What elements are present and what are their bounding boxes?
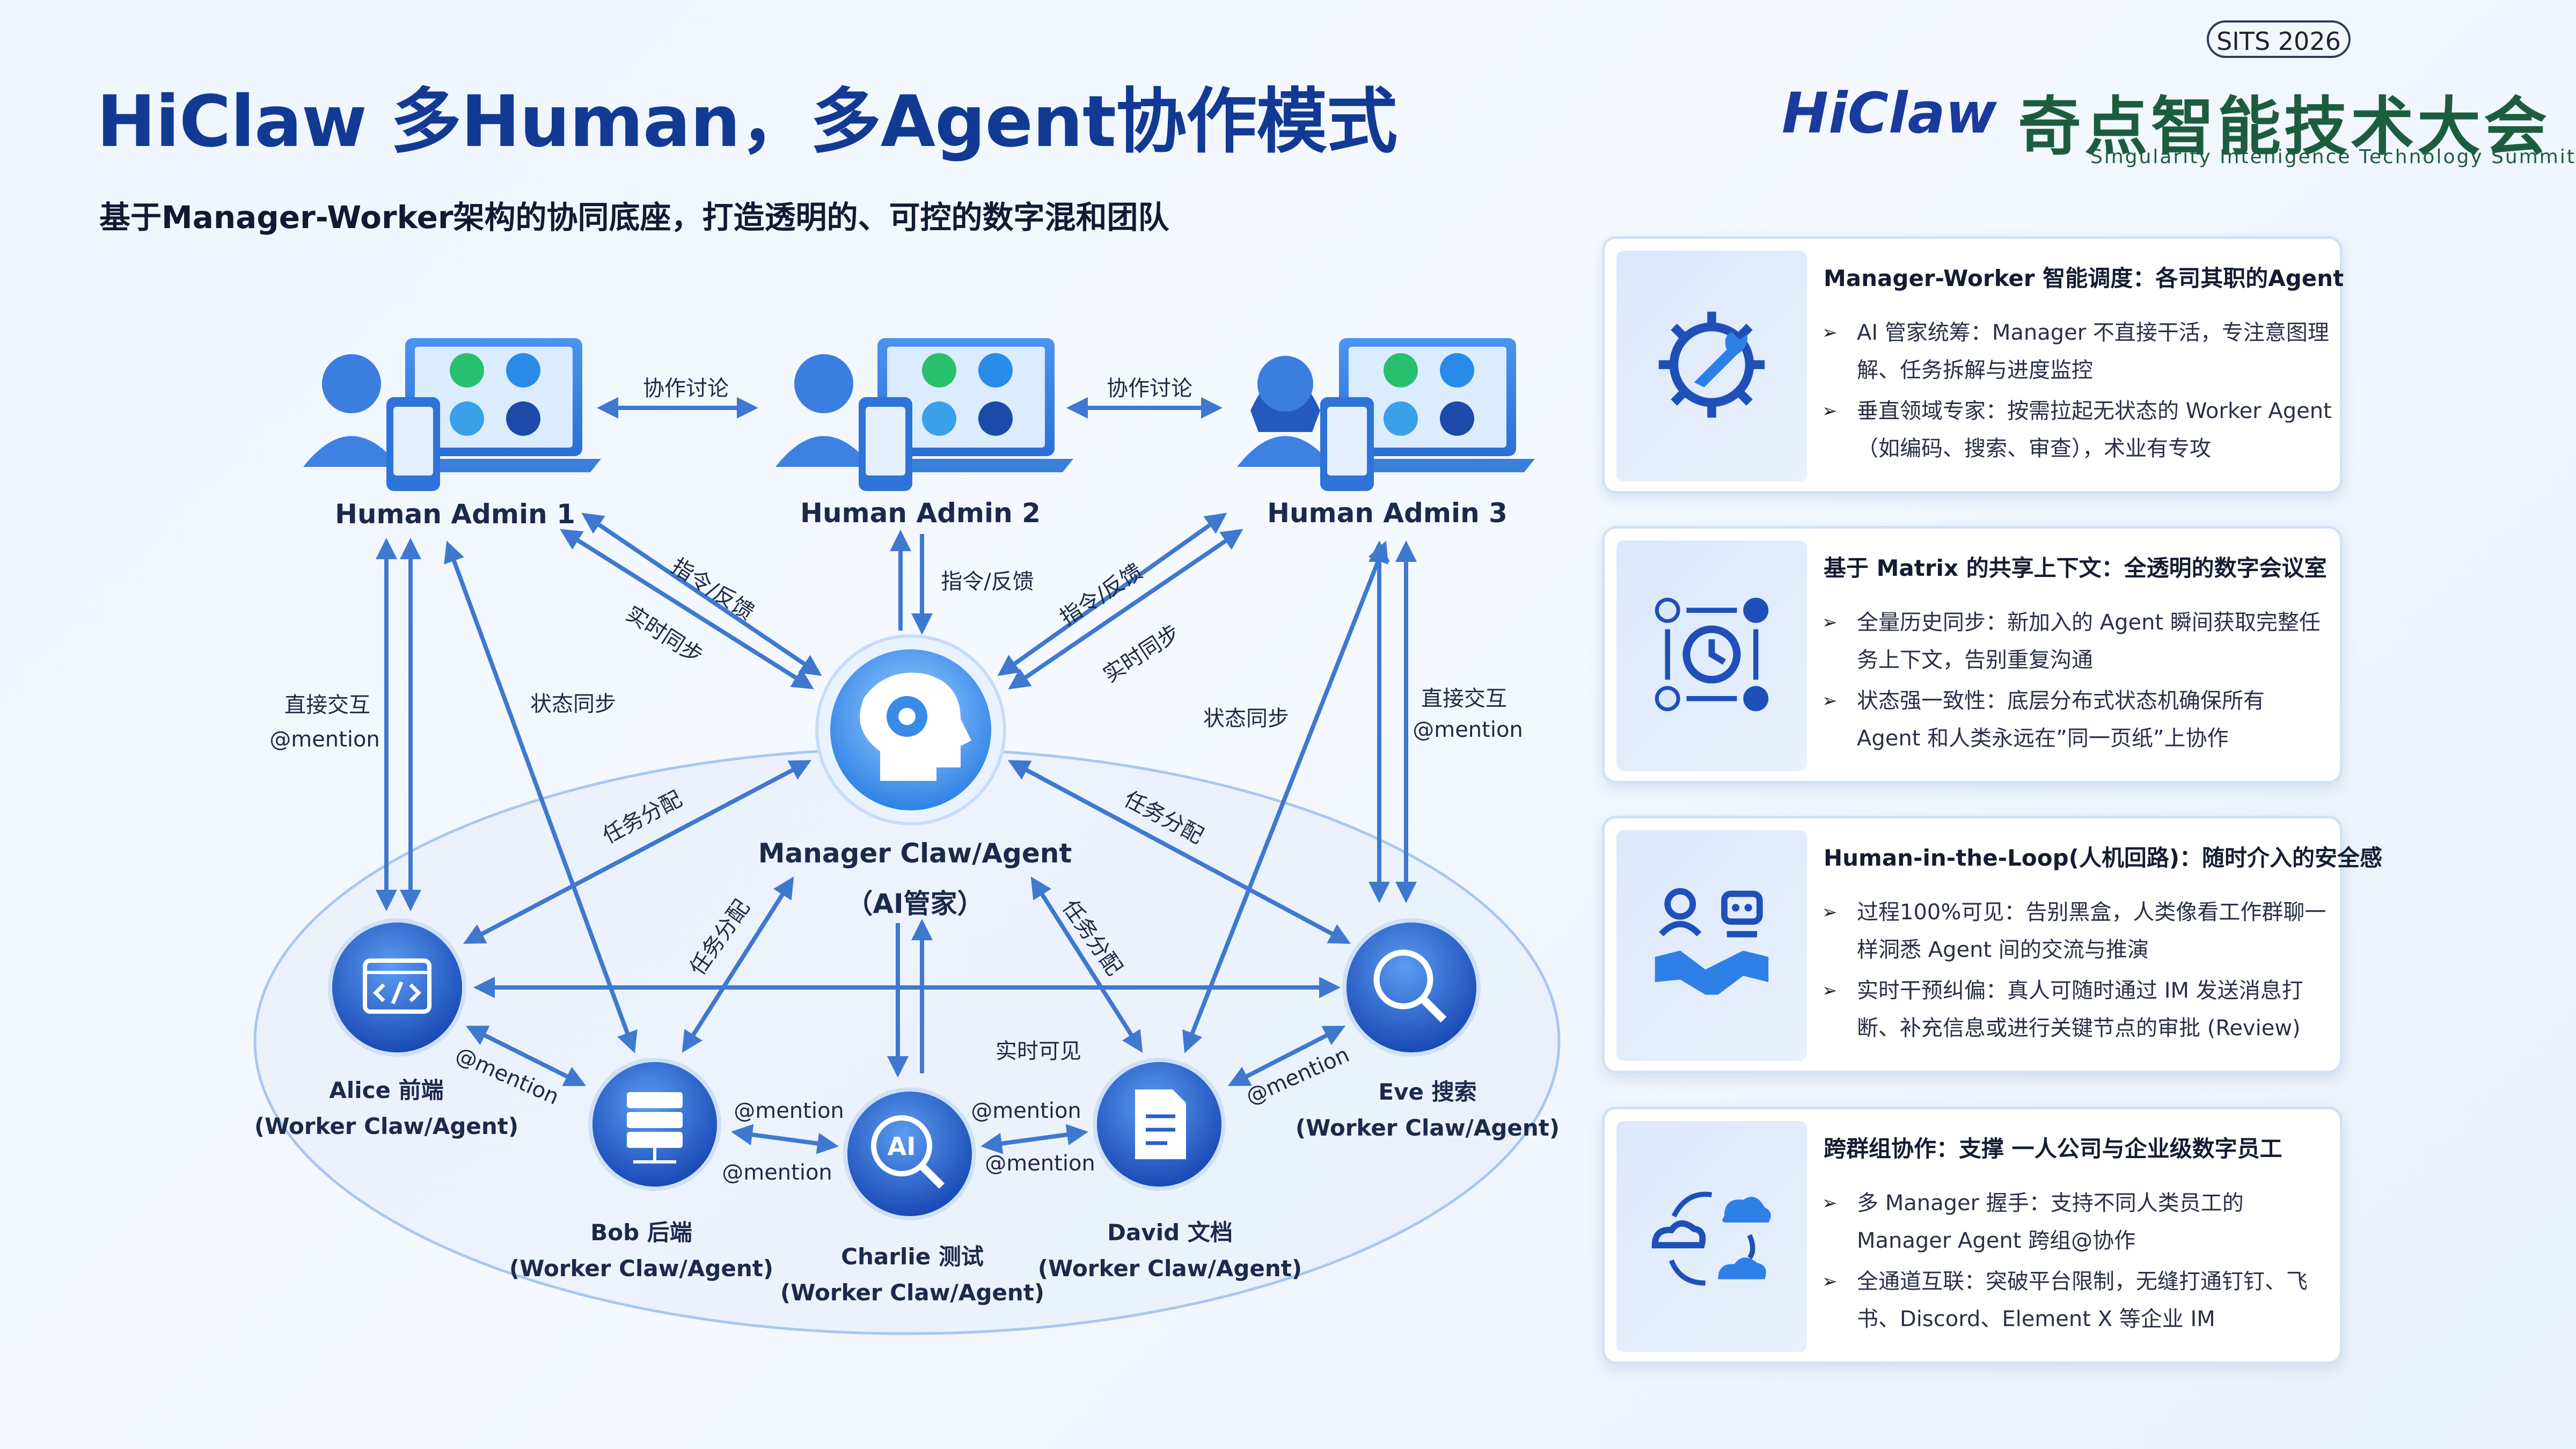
human-admin-2-illustration: [775, 338, 1073, 491]
list-item: 垂直领域专家：按需拉起无状态的 Worker Agent（如编码、搜索、审查），…: [1822, 392, 2332, 467]
list-item: 全量历史同步：新加入的 Agent 瞬间获取完整任务上下文，告别重复沟通: [1822, 604, 2332, 679]
hiclaw-logo: HiClaw: [1782, 80, 1997, 146]
card-title: 跨群组协作：支撑 一人公司与企业级数字员工: [1824, 1136, 2282, 1162]
worker-david-label: David 文档(Worker Claw/Agent): [1037, 1219, 1302, 1282]
worker-alice-node: [328, 918, 466, 1057]
worker-eve-label: Eve 搜索(Worker Claw/Agent): [1295, 1078, 1560, 1141]
list-item: 多 Manager 握手：支持不同人类员工的 Manager Agent 跨组@…: [1822, 1184, 2332, 1260]
human-admin-1-label: Human Admin 1: [335, 499, 575, 530]
feature-card-scheduling: Manager-Worker 智能调度：各司其职的Agent AI 管家统筹：M…: [1602, 236, 2344, 494]
list-item: AI 管家统筹：Manager 不直接干活，专注意图理解、任务拆解与进度监控: [1822, 314, 2332, 389]
handshake-human-robot-icon: [1616, 830, 1807, 1061]
edge-label-direct-1: 直接交互: [284, 693, 370, 718]
event-badge: SITS 2026: [2207, 20, 2351, 58]
gear-wrench-icon: [1616, 251, 1807, 481]
edge-label-direct-2: 直接交互: [1421, 686, 1507, 711]
edge-label-mention-bob-charlie-1: @mention: [734, 1099, 844, 1123]
edge-label-mention-2: @mention: [1413, 718, 1523, 742]
card-bullet-list: AI 管家统筹：Manager 不直接干活，专注意图理解、任务拆解与进度监控 垂…: [1822, 314, 2332, 471]
manager-label: Manager Claw/Agent: [758, 838, 1072, 869]
collaboration-diagram: AI: [253, 338, 1561, 1335]
manager-agent-node: [815, 634, 1006, 825]
diagram-single-arrows: [887, 530, 933, 1078]
diagram-arrows: [376, 397, 1417, 1154]
list-item: 实时干预纠偏：真人可随时通过 IM 发送消息打断、补充信息或进行关键节点的审批 …: [1822, 972, 2332, 1047]
edge-label-mention-charlie-david-2: @mention: [985, 1151, 1095, 1176]
card-title: 基于 Matrix 的共享上下文：全透明的数字会议室: [1824, 555, 2327, 581]
summit-logo-en: Singularity Intelligence Technology Summ…: [2090, 146, 2576, 168]
feature-card-human-in-loop: Human-in-the-Loop(人机回路)：随时介入的安全感 过程100%可…: [1602, 816, 2382, 1073]
worker-alice-label: Alice 前端(Worker Claw/Agent): [254, 1077, 519, 1139]
human-admin-3-label: Human Admin 3: [1267, 497, 1507, 529]
page-subtitle: 基于Manager-Worker架构的协同底座，打造透明的、可控的数字混和团队: [99, 199, 1169, 236]
list-item: 状态强一致性：底层分布式状态机确保所有 Agent 和人类永远在”同一页纸”上协…: [1822, 682, 2332, 757]
card-bullet-list: 多 Manager 握手：支持不同人类员工的 Manager Agent 跨组@…: [1822, 1184, 2332, 1341]
human-admin-2-label: Human Admin 2: [800, 497, 1041, 529]
edge-label-mention-1: @mention: [269, 727, 380, 752]
edge-label-mention-bob-charlie-2: @mention: [722, 1160, 832, 1185]
cloud-sync-icon: [1616, 1121, 1807, 1352]
list-item: 全通道互联：突破平台限制，无缝打通钉钉、飞书、Discord、Element X…: [1822, 1263, 2332, 1338]
edge-label-status-1: 状态同步: [530, 692, 616, 716]
worker-eve-node: [1342, 918, 1481, 1057]
worker-bob-node: [588, 1058, 721, 1191]
clock-sync-nodes-icon: [1616, 540, 1807, 771]
feature-card-shared-context: 基于 Matrix 的共享上下文：全透明的数字会议室 全量历史同步：新加入的 A…: [1602, 526, 2343, 784]
svg-text:AI: AI: [888, 1132, 916, 1161]
edge-label-visible: 实时可见: [996, 1039, 1081, 1064]
card-title: Manager-Worker 智能调度：各司其职的Agent: [1824, 265, 2344, 291]
card-bullet-list: 过程100%可见：告别黑盒，人类像看工作群聊一样洞悉 Agent 间的交流与推演…: [1822, 894, 2332, 1050]
worker-david-node: [1093, 1058, 1226, 1191]
edge-label-discuss-1: 协作讨论: [643, 376, 729, 401]
list-item: 过程100%可见：告别黑盒，人类像看工作群聊一样洞悉 Agent 间的交流与推演: [1822, 894, 2332, 969]
card-bullet-list: 全量历史同步：新加入的 Agent 瞬间获取完整任务上下文，告别重复沟通 状态强…: [1822, 604, 2332, 760]
human-admin-3-illustration: [1237, 338, 1535, 491]
card-title: Human-in-the-Loop(人机回路)：随时介入的安全感: [1824, 845, 2383, 871]
edge-label-status-2: 状态同步: [1203, 706, 1289, 731]
worker-charlie-label: Charlie 测试(Worker Claw/Agent): [780, 1243, 1045, 1306]
edge-label-mention-charlie-david-1: @mention: [971, 1099, 1081, 1123]
summit-logo-cn: 奇点智能技术大会: [2018, 90, 2551, 164]
human-admin-1-illustration: [303, 338, 601, 491]
feature-card-cross-group: 跨群组协作：支撑 一人公司与企业级数字员工 多 Manager 握手：支持不同人…: [1602, 1107, 2343, 1364]
edge-label-discuss-2: 协作讨论: [1107, 376, 1192, 401]
edge-label-command-2: 指令/反馈: [941, 569, 1034, 594]
worker-charlie-node: AI: [843, 1087, 976, 1220]
manager-role-label: （AI管家）: [846, 888, 984, 919]
worker-bob-label: Bob 后端(Worker Claw/Agent): [509, 1219, 774, 1282]
page-title: HiClaw 多Human，多Agent协作模式: [97, 80, 1397, 163]
